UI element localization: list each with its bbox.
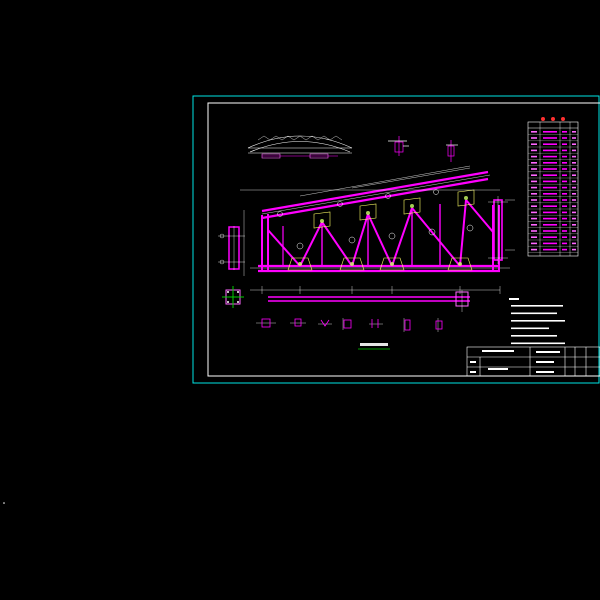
left-base-plate-detail	[222, 286, 244, 308]
table-row	[528, 217, 578, 222]
table-row	[528, 211, 578, 216]
sheet-border-inner	[207, 102, 600, 377]
notes-line	[511, 342, 565, 345]
table-row	[528, 224, 578, 228]
table-row	[528, 230, 578, 234]
section-4-4	[342, 318, 352, 330]
table-row	[528, 137, 578, 141]
gusset-plates	[287, 189, 475, 271]
title-block-field-2	[536, 361, 554, 363]
section-5-5	[369, 319, 383, 328]
end-verticals	[261, 205, 500, 272]
drawing-title	[358, 343, 390, 350]
dimension-lines	[240, 189, 515, 294]
section-3-3	[318, 319, 332, 327]
table-row	[528, 143, 578, 148]
section-1-1	[256, 318, 276, 328]
title-block-project-name	[482, 350, 514, 352]
notes-heading	[509, 298, 519, 300]
table-row	[528, 236, 578, 241]
table-row	[528, 199, 578, 203]
title-block-field-3	[536, 371, 554, 373]
notes-lines	[511, 305, 565, 345]
table-header-mark	[541, 117, 545, 121]
title-block	[466, 346, 600, 377]
web-members	[267, 199, 494, 267]
notes-line	[511, 320, 565, 322]
section-details-row	[256, 318, 443, 332]
table-row	[528, 149, 578, 154]
table-row	[528, 242, 578, 247]
title-block-label-2	[470, 371, 476, 373]
table-header-marks	[541, 117, 565, 121]
node-marks	[298, 196, 468, 266]
table-row	[528, 248, 578, 253]
left-support-detail	[218, 226, 245, 270]
table-row	[528, 162, 578, 166]
roof-profile-sketch	[247, 135, 353, 159]
sheet-border-outer	[192, 95, 600, 384]
material-table	[527, 117, 579, 257]
general-notes	[509, 298, 565, 345]
title-block-drawing-name	[488, 368, 508, 370]
detail-section-a	[388, 136, 409, 156]
node-callouts	[277, 189, 474, 250]
notes-line	[511, 305, 563, 307]
table-row	[528, 193, 578, 197]
right-column-detail	[488, 196, 508, 264]
table-row	[528, 168, 578, 172]
detail-section-b	[446, 140, 458, 162]
notes-line	[511, 312, 557, 315]
table-header-mark	[551, 117, 555, 121]
title-block-label-1	[470, 361, 476, 363]
truss-elevation	[240, 165, 515, 294]
table-row	[528, 155, 578, 160]
top-chord	[261, 170, 489, 220]
notes-line	[511, 327, 549, 330]
table-row	[528, 131, 578, 135]
table-row	[528, 180, 578, 185]
section-6-6	[403, 318, 411, 332]
section-2-2	[290, 318, 306, 327]
bottom-chord-plan	[268, 291, 470, 307]
table-header-mark	[561, 117, 565, 121]
section-7-7	[435, 318, 443, 332]
stray-mark	[3, 502, 5, 504]
table-row	[528, 205, 578, 210]
title-block-field-1	[536, 351, 560, 353]
table-row	[528, 186, 578, 191]
table-row	[528, 174, 578, 179]
table-rows	[528, 131, 578, 253]
notes-line	[511, 335, 557, 337]
